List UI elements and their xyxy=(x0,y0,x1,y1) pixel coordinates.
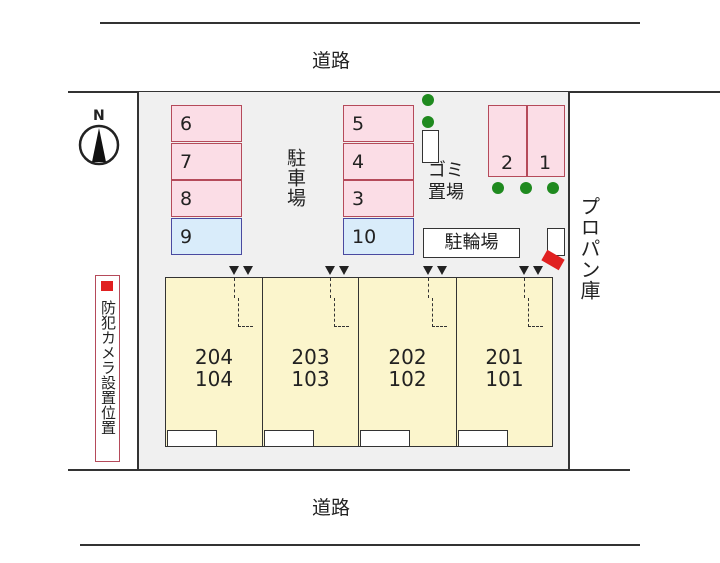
entrance xyxy=(360,430,410,447)
security-camera-icon xyxy=(101,281,113,291)
entrance-marker-icon xyxy=(229,266,239,275)
unit-lower: 103 xyxy=(291,367,330,391)
tree-icon xyxy=(492,182,504,194)
stair-outline xyxy=(334,298,349,327)
stair-outline xyxy=(432,298,447,327)
garbage-label: ゴミ置場 xyxy=(428,160,464,203)
unit-lower: 104 xyxy=(194,367,234,391)
stair-outline xyxy=(428,278,429,298)
parking-space-3: 3 xyxy=(343,180,414,217)
parking-space-7: 7 xyxy=(171,142,242,180)
parking-space-5: 5 xyxy=(343,105,414,142)
site-boundary-bottom xyxy=(68,469,630,471)
parking-space-2: 2 xyxy=(501,152,514,174)
propane-label: プロパン庫 xyxy=(577,196,601,301)
entrance-marker-icon xyxy=(339,266,349,275)
parking-space-8: 8 xyxy=(171,180,242,217)
tree-icon xyxy=(422,116,434,128)
parking-label: 駐車場 xyxy=(284,148,306,208)
entrance xyxy=(458,430,508,447)
entrance-marker-icon xyxy=(437,266,447,275)
bicycle-parking: 駐輪場 xyxy=(423,228,520,258)
stair-outline xyxy=(528,298,543,327)
stair-outline xyxy=(238,298,253,327)
parking-block-1-2: 2 1 xyxy=(488,105,565,177)
road-label-bottom: 道路 xyxy=(312,497,351,519)
entrance xyxy=(167,430,217,447)
tree-icon xyxy=(520,182,532,194)
parking-space-10: 10 xyxy=(343,217,414,255)
road-edge-bottom xyxy=(80,544,640,546)
garbage-box xyxy=(422,130,439,163)
stair-outline xyxy=(234,278,235,298)
tree-icon xyxy=(547,182,559,194)
entrance xyxy=(264,430,314,447)
parking-space-6: 6 xyxy=(171,105,242,142)
parking-space-1: 1 xyxy=(539,152,552,174)
parking-space-4: 4 xyxy=(343,142,414,180)
compass-label: N xyxy=(93,108,105,124)
north-compass-icon: N xyxy=(78,108,122,168)
unit-upper: 201 xyxy=(485,345,524,369)
camera-legend-label: 防犯カメラ設置位置 xyxy=(99,300,117,435)
road-edge-top xyxy=(100,22,640,24)
entrance-marker-icon xyxy=(423,266,433,275)
entrance-marker-icon xyxy=(519,266,529,275)
tree-icon xyxy=(422,94,434,106)
entrance-marker-icon xyxy=(533,266,543,275)
entrance-marker-icon xyxy=(325,266,335,275)
stair-outline xyxy=(330,278,331,298)
road-label-top: 道路 xyxy=(312,50,351,72)
unit-upper: 204 xyxy=(194,345,234,369)
stair-outline xyxy=(524,278,525,298)
parking-space-9: 9 xyxy=(171,217,242,255)
unit-upper: 203 xyxy=(291,345,330,369)
unit-lower: 101 xyxy=(485,367,524,391)
unit-upper: 202 xyxy=(388,345,427,369)
entrance-marker-icon xyxy=(243,266,253,275)
unit-lower: 102 xyxy=(388,367,427,391)
camera-legend: 防犯カメラ設置位置 xyxy=(95,275,120,462)
